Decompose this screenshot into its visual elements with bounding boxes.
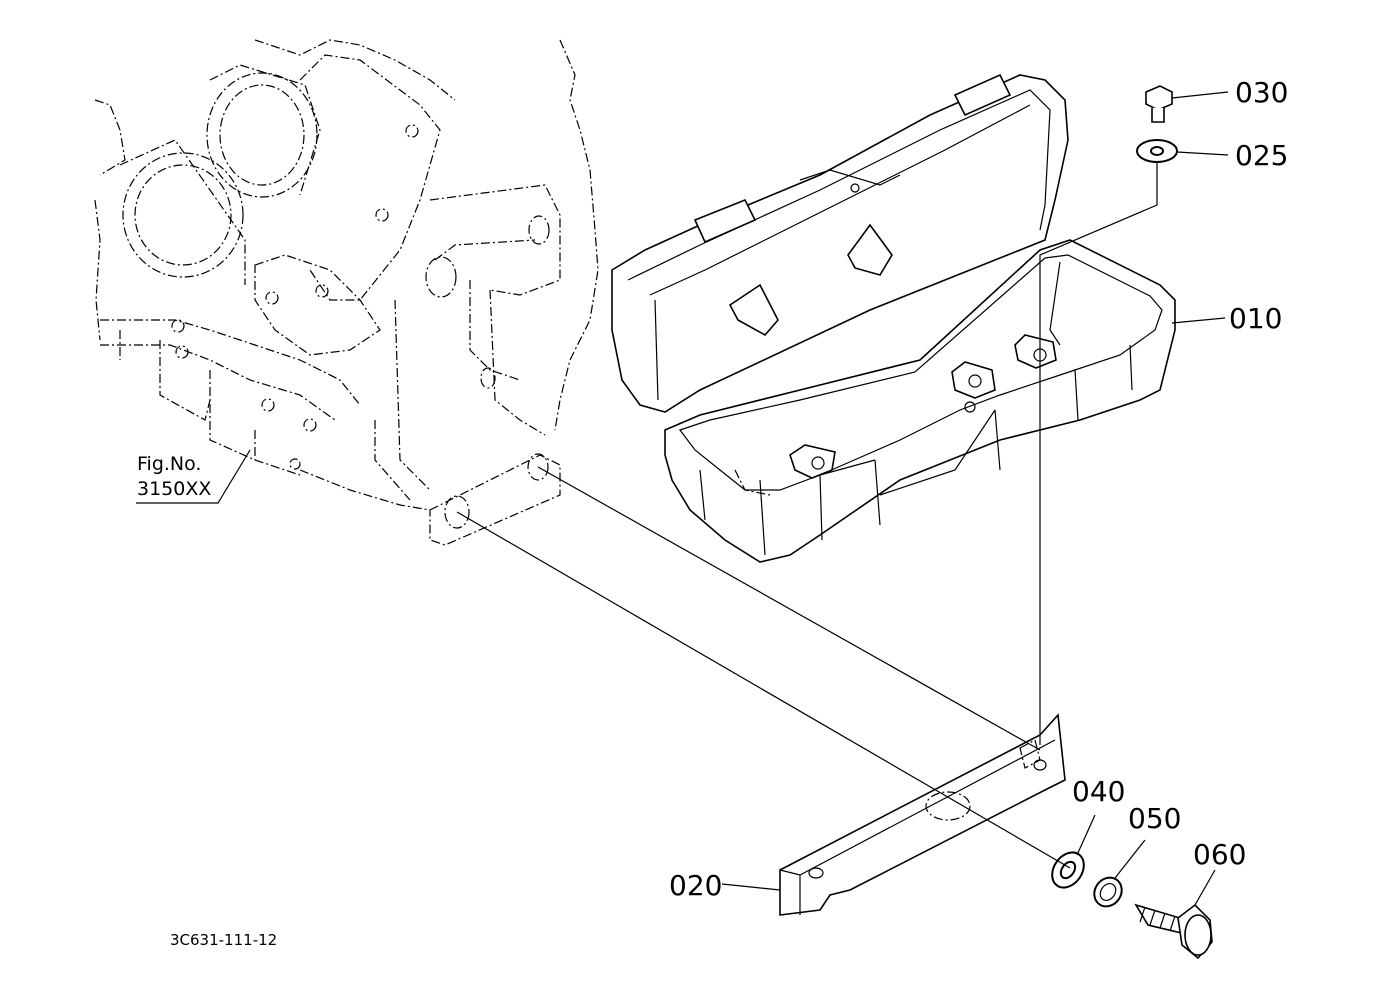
washer-040	[1051, 851, 1085, 889]
part-label-020: 020	[669, 869, 723, 902]
assembly-lines	[136, 91, 1229, 906]
tool-box-010	[611, 73, 1176, 563]
part-label-010: 010	[1229, 302, 1283, 335]
figure-reference-line1: Fig.No.	[137, 453, 202, 475]
transmission-case-phantom	[94, 39, 599, 546]
washer-025	[1136, 139, 1178, 163]
bolt-060	[1134, 903, 1213, 960]
bolt-030	[1145, 85, 1173, 123]
part-label-040: 040	[1072, 775, 1126, 808]
diagram-code: 3C631-111-12	[170, 931, 278, 949]
part-label-060: 060	[1193, 838, 1247, 871]
bracket-020	[779, 713, 1066, 916]
spring-washer-050	[1093, 876, 1123, 908]
part-label-025: 025	[1235, 139, 1289, 172]
figure-reference-line2: 3150XX	[137, 478, 212, 500]
part-label-050: 050	[1128, 802, 1182, 835]
part-label-030: 030	[1235, 76, 1289, 109]
